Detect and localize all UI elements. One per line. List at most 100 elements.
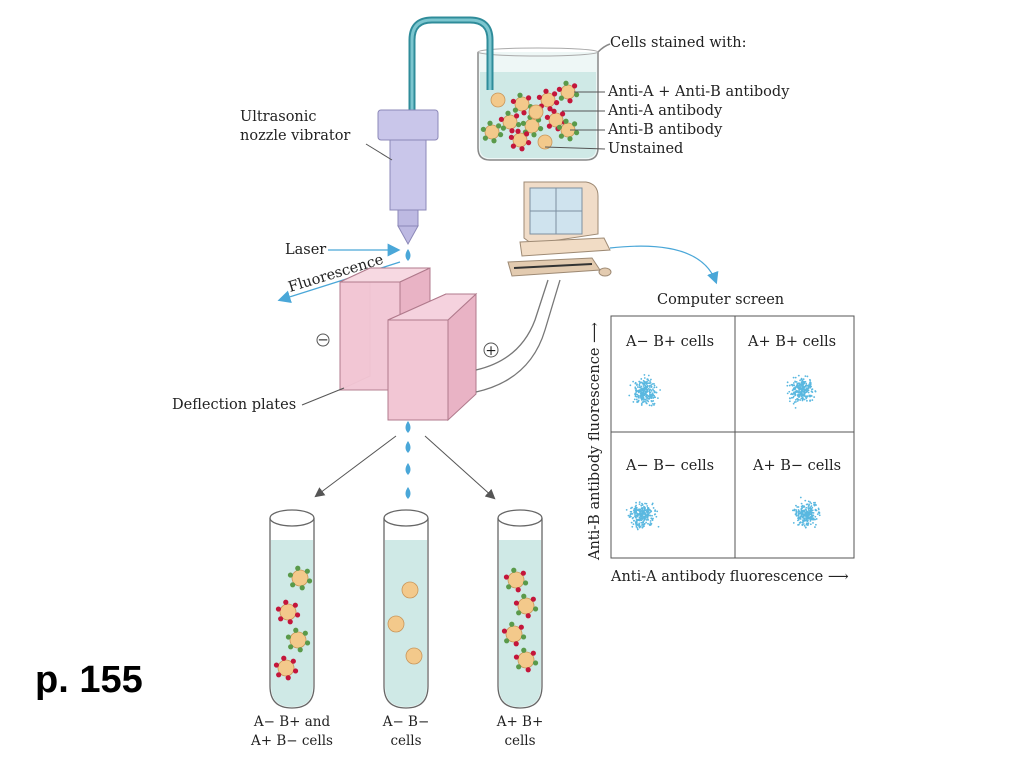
scatter-dot bbox=[804, 375, 807, 378]
scatter-dot bbox=[638, 386, 641, 389]
cell-ab bbox=[503, 567, 529, 593]
scatter-dot bbox=[810, 508, 813, 511]
scatter-dot bbox=[796, 382, 799, 385]
cell-ab bbox=[513, 647, 539, 673]
scatter-dot bbox=[634, 387, 637, 390]
scatter-dot bbox=[814, 526, 816, 528]
scatter-dot bbox=[803, 524, 806, 527]
scatter-dot bbox=[645, 393, 647, 395]
scatter-dot bbox=[805, 506, 808, 509]
x-axis-label: Anti-A antibody fluorescence ⟶ bbox=[610, 569, 849, 585]
scatter-dot bbox=[640, 378, 643, 380]
scatter-dot bbox=[802, 509, 805, 512]
scatter-dot bbox=[796, 390, 799, 393]
scatter-dot bbox=[635, 511, 637, 514]
scatter-dot bbox=[652, 388, 654, 391]
negative-sign: − bbox=[317, 332, 328, 348]
scatter-dot bbox=[801, 507, 804, 509]
page-number: p. 155 bbox=[35, 659, 143, 701]
scatter-dot bbox=[653, 382, 655, 385]
beaker-legend: Anti-A + Anti-B antibody Anti-A antibody… bbox=[544, 84, 790, 157]
scatter-dot bbox=[635, 506, 637, 509]
scatter-dot bbox=[792, 376, 795, 379]
scatter-dot bbox=[641, 511, 644, 514]
scatter-dot bbox=[647, 387, 650, 390]
scatter-dot bbox=[630, 515, 632, 518]
scatter-dot bbox=[636, 400, 639, 403]
scatter-dot bbox=[807, 522, 810, 525]
scatter-dot bbox=[792, 396, 794, 399]
scatter-dot bbox=[810, 510, 812, 513]
scatter-dot bbox=[651, 514, 653, 517]
scatter-dot bbox=[809, 523, 812, 526]
scatter-dot bbox=[649, 511, 651, 514]
scatter-dot bbox=[644, 502, 646, 505]
scatter-dot bbox=[637, 509, 640, 512]
scatter-dot bbox=[817, 508, 820, 511]
scatter-dot bbox=[799, 516, 802, 519]
scatter-dot bbox=[788, 397, 791, 400]
scatter-dot bbox=[634, 515, 637, 517]
scatter-dot bbox=[800, 387, 803, 390]
scatter-dot bbox=[642, 379, 645, 382]
scatter-dot bbox=[803, 518, 806, 521]
scatter-dot bbox=[804, 499, 807, 502]
scatter-dot bbox=[627, 514, 630, 517]
scatter-dot bbox=[635, 523, 637, 526]
scatter-dot bbox=[797, 374, 800, 377]
legend-unstained: Unstained bbox=[608, 141, 683, 157]
scatter-dot bbox=[650, 385, 653, 388]
cell-none bbox=[405, 647, 423, 665]
scatter-dot bbox=[799, 496, 802, 499]
scatter-dot bbox=[652, 517, 654, 520]
scatter-dot bbox=[805, 511, 808, 513]
scatter-dot bbox=[815, 504, 817, 506]
scatter-dot bbox=[792, 402, 795, 405]
scatter-dot bbox=[800, 391, 803, 394]
scatter-dot bbox=[797, 510, 800, 513]
scatter-dot bbox=[790, 393, 792, 396]
scatter-dot bbox=[808, 383, 811, 386]
scatter-dot bbox=[807, 505, 810, 508]
scatter-dot bbox=[651, 395, 653, 398]
scatter-dot bbox=[631, 525, 634, 528]
scatter-dot bbox=[640, 504, 643, 507]
tube-cells bbox=[273, 565, 539, 681]
scatter-dot bbox=[634, 508, 637, 511]
scatter-dot bbox=[795, 514, 798, 517]
scatter-dot bbox=[791, 509, 794, 512]
scatter-dot bbox=[799, 518, 802, 520]
scatter-dot bbox=[794, 513, 797, 516]
scatter-dot bbox=[638, 512, 640, 515]
scatter-dot bbox=[794, 380, 797, 383]
scatter-dot bbox=[800, 381, 803, 384]
scatter-dot bbox=[811, 512, 813, 514]
scatter-dot bbox=[793, 392, 795, 395]
scatter-dot bbox=[642, 401, 645, 403]
scatter-dot bbox=[814, 390, 817, 393]
scatter-dot bbox=[651, 383, 654, 385]
scatter-dot bbox=[650, 389, 653, 392]
scatter-dot bbox=[807, 507, 810, 509]
scatter-dot bbox=[641, 382, 644, 385]
scatter-dot bbox=[805, 503, 808, 506]
quadrant-plot: A− B+ cells A+ B+ cells A− B− cells A+ B… bbox=[610, 315, 855, 559]
scatter-dot bbox=[794, 386, 797, 389]
scatter-dot bbox=[645, 519, 648, 521]
scatter-dot bbox=[807, 387, 810, 390]
scatter-dot bbox=[800, 377, 803, 380]
ultrasonic-nozzle bbox=[377, 109, 439, 246]
scatter-dot bbox=[809, 382, 812, 385]
beaker-title: Cells stained with: bbox=[610, 35, 746, 51]
scatter-dot bbox=[632, 380, 635, 383]
scatter-dot bbox=[640, 521, 643, 524]
scatter-dot bbox=[810, 518, 813, 521]
beaker-cells bbox=[480, 80, 580, 152]
scatter-dot bbox=[803, 398, 806, 401]
scatter-dot bbox=[649, 522, 652, 524]
scatter-dot bbox=[815, 509, 818, 512]
scatter-dot bbox=[792, 382, 795, 384]
scatter-dot bbox=[632, 523, 635, 526]
tube-middle-label-line2: cells bbox=[390, 733, 421, 749]
